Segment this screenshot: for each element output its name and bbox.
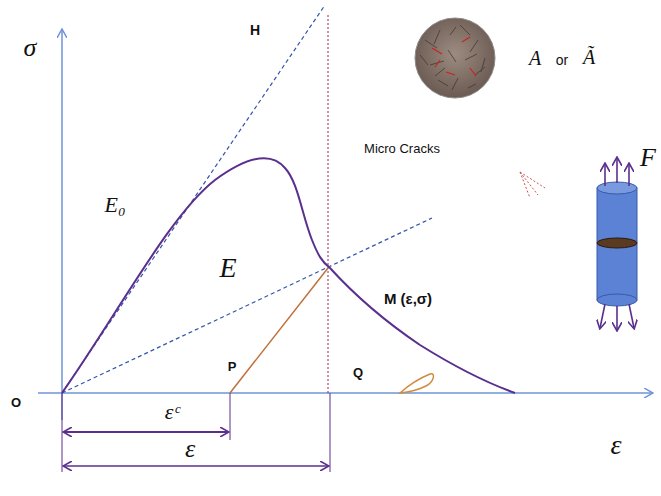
point-label: O (11, 396, 21, 409)
microstructure-texture (420, 25, 485, 90)
dimension-tick (330, 393, 331, 472)
modulus-label: E₀ (104, 194, 125, 216)
dimension-label: εᶜ (165, 401, 179, 423)
total-strain-dimension (64, 465, 328, 467)
plastic-strain-dimension (64, 431, 228, 433)
note-label: Micro Cracks (364, 142, 440, 155)
dimension-label: ε (185, 436, 195, 462)
modulus-label: E (219, 254, 236, 282)
dimension-tick (230, 393, 231, 440)
point-label: Q (353, 366, 363, 379)
unloading-line (230, 268, 328, 393)
dimension-tick (62, 393, 63, 472)
area-symbol: A (529, 48, 541, 68)
area-symbol: Ã (583, 47, 595, 67)
point-label: P (228, 360, 237, 373)
force-label: F (640, 145, 656, 171)
strain-marker-line (328, 15, 329, 393)
pointer-lines (520, 172, 545, 198)
point-label: M (ε,σ) (384, 291, 432, 306)
note-label: or (556, 53, 568, 67)
epsilon-axis (38, 392, 652, 394)
point-label: H (250, 23, 260, 37)
hysteresis-loop (400, 374, 433, 393)
axis-label: σ (24, 35, 37, 61)
stress-strain-curve (62, 158, 515, 393)
microstructure-circle (415, 18, 495, 98)
secant-modulus-line (62, 218, 432, 393)
specimen-cylinder (597, 158, 637, 330)
axis-label: ε (610, 431, 621, 459)
sigma-axis (61, 30, 63, 420)
microcrack-marks (432, 37, 476, 76)
